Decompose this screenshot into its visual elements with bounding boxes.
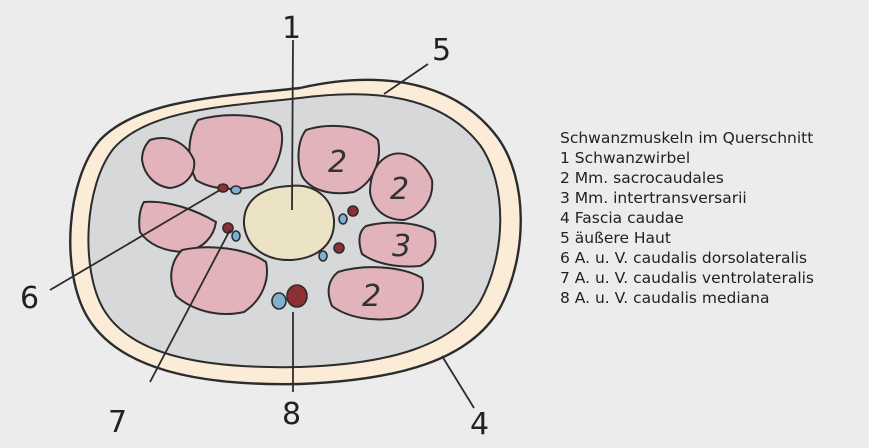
legend-item-1: 1 Schwanzwirbel — [560, 148, 814, 168]
vein-ventrolateral-right — [319, 251, 327, 261]
callout-7: 7 — [108, 405, 127, 440]
callout-1: 1 — [282, 11, 301, 46]
legend-item-7: 7 A. u. V. caudalis ventrolateralis — [560, 268, 814, 288]
muscle-label-lateral-right: 3 — [392, 229, 411, 264]
muscle-label-dorsolateral-right: 2 — [390, 172, 409, 207]
artery-ventrolateral-right — [334, 243, 344, 253]
legend-title: Schwanzmuskeln im Querschnitt — [560, 128, 814, 148]
vein-ventrolateral-left — [232, 231, 240, 241]
muscle-dorsal-left — [189, 115, 282, 189]
muscle-label-dorsal-right: 2 — [328, 145, 347, 180]
callout-6: 6 — [20, 281, 39, 316]
legend-item-3: 3 Mm. intertransversarii — [560, 188, 814, 208]
callout-8: 8 — [282, 397, 301, 432]
artery-dorsolateral-right — [348, 206, 358, 216]
callout-5: 5 — [432, 33, 451, 68]
legend-item-6: 6 A. u. V. caudalis dorsolateralis — [560, 248, 814, 268]
leader-line-1 — [292, 40, 293, 210]
vein-mediana — [272, 293, 286, 309]
legend-item-8: 8 A. u. V. caudalis mediana — [560, 288, 814, 308]
artery-ventrolateral-left — [223, 223, 233, 233]
legend-item-2: 2 Mm. sacrocaudales — [560, 168, 814, 188]
muscle-label-ventral-right: 2 — [362, 279, 381, 314]
muscle-ventral-left — [171, 247, 267, 314]
callout-4: 4 — [470, 407, 489, 442]
legend: Schwanzmuskeln im Querschnitt 1 Schwanzw… — [560, 128, 814, 308]
vein-dorsolateral-left — [231, 186, 241, 194]
legend-item-5: 5 äußere Haut — [560, 228, 814, 248]
artery-mediana — [287, 285, 307, 307]
leader-line-4 — [442, 356, 474, 408]
vein-dorsolateral-right — [339, 214, 347, 224]
vertebra — [244, 186, 334, 260]
legend-item-4: 4 Fascia caudae — [560, 208, 814, 228]
